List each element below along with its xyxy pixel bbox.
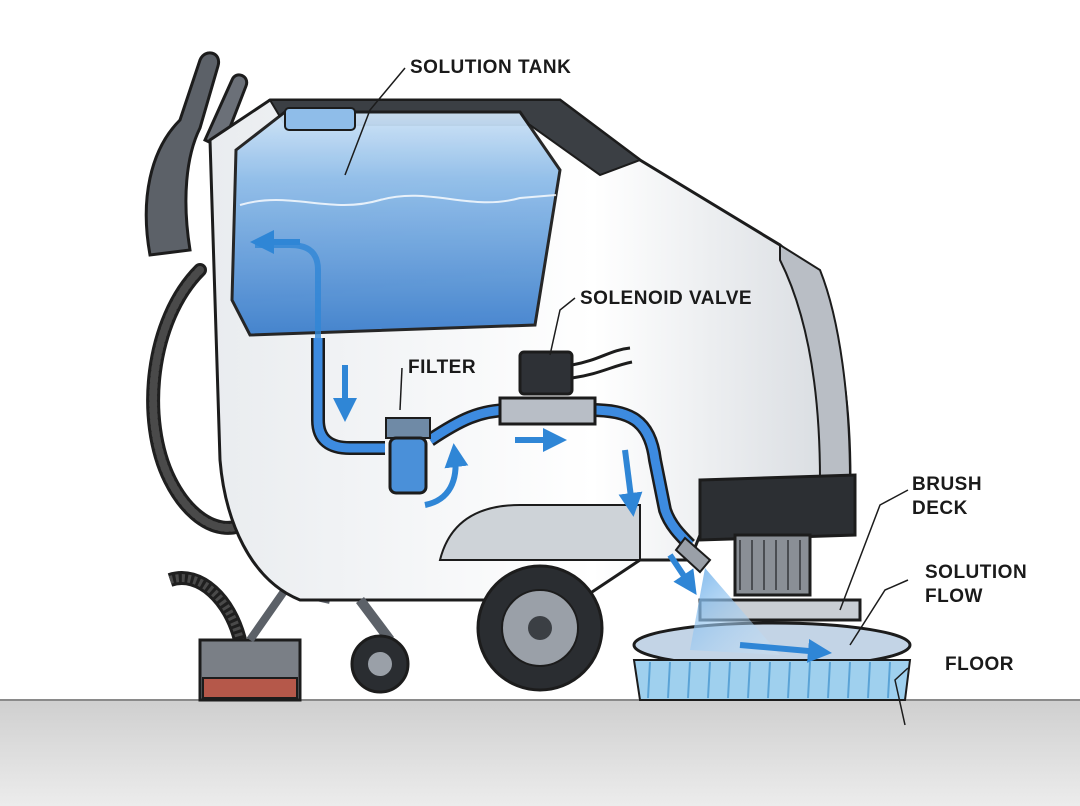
label-filter: FILTER bbox=[408, 357, 476, 378]
spray-icon bbox=[690, 568, 780, 655]
label-solution-tank: SOLUTION TANK bbox=[410, 57, 571, 78]
caster-wheel bbox=[350, 597, 410, 694]
rear-wheel bbox=[476, 564, 604, 692]
flow-arrows bbox=[250, 230, 832, 663]
floor bbox=[0, 699, 1080, 806]
label-solenoid-valve: SOLENOID VALVE bbox=[580, 288, 752, 309]
leader-lines bbox=[344, 67, 909, 726]
label-solution-flow-line2: FLOW bbox=[925, 586, 983, 607]
label-brush-deck-line1: BRUSH bbox=[912, 474, 982, 495]
arrow-icon bbox=[667, 553, 697, 595]
handle bbox=[144, 51, 249, 257]
solenoid-valve bbox=[498, 346, 633, 426]
label-solution-flow-line1: SOLUTION bbox=[925, 562, 1027, 583]
spray-nozzle bbox=[674, 536, 780, 655]
label-brush-deck-line2: DECK bbox=[912, 498, 968, 519]
filter bbox=[385, 417, 431, 495]
arrow-icon bbox=[739, 638, 832, 663]
arrow-icon bbox=[618, 449, 643, 517]
arrow-icon bbox=[424, 443, 469, 508]
label-floor: FLOOR bbox=[945, 654, 1014, 675]
squeegee bbox=[198, 585, 331, 702]
solution-tank bbox=[230, 107, 562, 337]
